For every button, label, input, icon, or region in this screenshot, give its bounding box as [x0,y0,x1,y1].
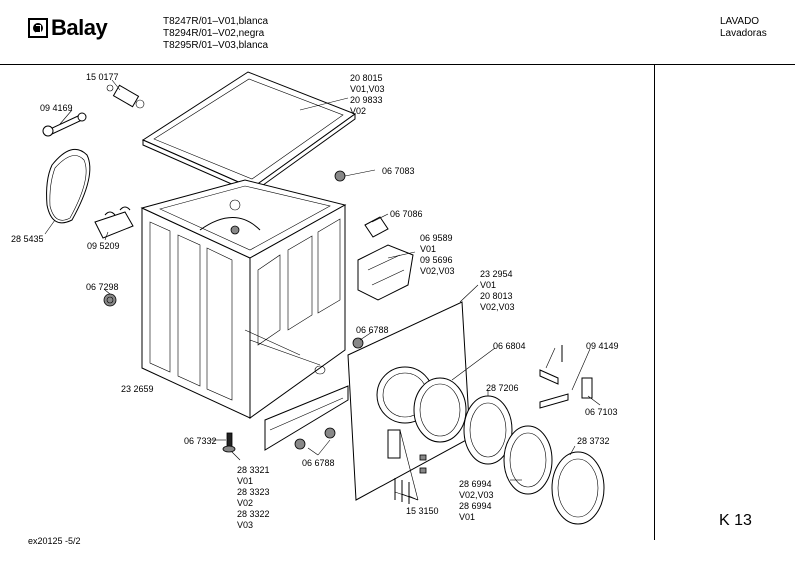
top-cover [141,71,357,194]
hose-clamp-part [94,206,134,239]
category-title: LAVADO Lavadoras [720,16,767,39]
door-inner-part [503,425,553,495]
label-067083: 06 7083 [382,166,415,176]
small-knob-part [103,293,117,307]
brand-logo: Balay [28,15,108,40]
document-code: ex20125 -5/2 [28,536,81,546]
base-strip-part [264,385,349,451]
adjustable-foot-part [222,432,236,453]
brand-logo-icon [28,18,48,38]
label-283732: 28 3732 [577,436,610,446]
detergent-parts [357,216,414,301]
label-153150: 15 3150 [406,506,439,516]
door-seal [413,377,467,443]
cabinet-housing [140,179,347,419]
leader-lines [44,79,601,501]
label-232954-group: 23 2954 V01 20 8013 V02,V03 [480,269,515,312]
label-285435: 28 5435 [11,234,44,244]
label-094149: 09 4149 [586,341,619,351]
label-066788-lower: 06 6788 [302,458,335,468]
label-067103: 06 7103 [585,407,618,417]
label-067332: 06 7332 [184,436,217,446]
brand-name: Balay [51,15,108,40]
label-067086: 06 7086 [390,209,423,219]
label-286994-group: 28 6994 V02,V03 28 6994 V01 [459,479,494,522]
label-095209: 09 5209 [87,241,120,251]
label-283321-group: 28 3321 V01 28 3323 V02 28 3322 V03 [237,465,270,530]
model-list: T8247R/01–V01,blanca T8294R/01–V02,negra… [163,16,269,51]
drive-belt-part [46,148,91,224]
spanner-part [42,112,87,137]
label-232659: 23 2659 [121,384,154,394]
label-208015-group: 20 8015 V01,V03 20 9833 V02 [350,73,385,116]
sheet-id: K 13 [719,512,752,529]
door-hinge-parts [539,345,593,409]
door-ring-part [463,395,513,465]
inlet-valve-part [106,84,145,109]
label-094169: 09 4169 [40,103,73,113]
label-067298: 06 7298 [86,282,119,292]
door-outer-part [551,451,605,525]
label-287206: 28 7206 [486,383,519,393]
label-066788-upper: 06 6788 [356,325,389,335]
label-066804: 06 6804 [493,341,526,351]
label-069589-group: 06 9589 V01 09 5696 V02,V03 [420,233,455,276]
label-150177: 15 0177 [86,72,119,82]
small-fittings [230,170,364,450]
pins [394,478,410,504]
